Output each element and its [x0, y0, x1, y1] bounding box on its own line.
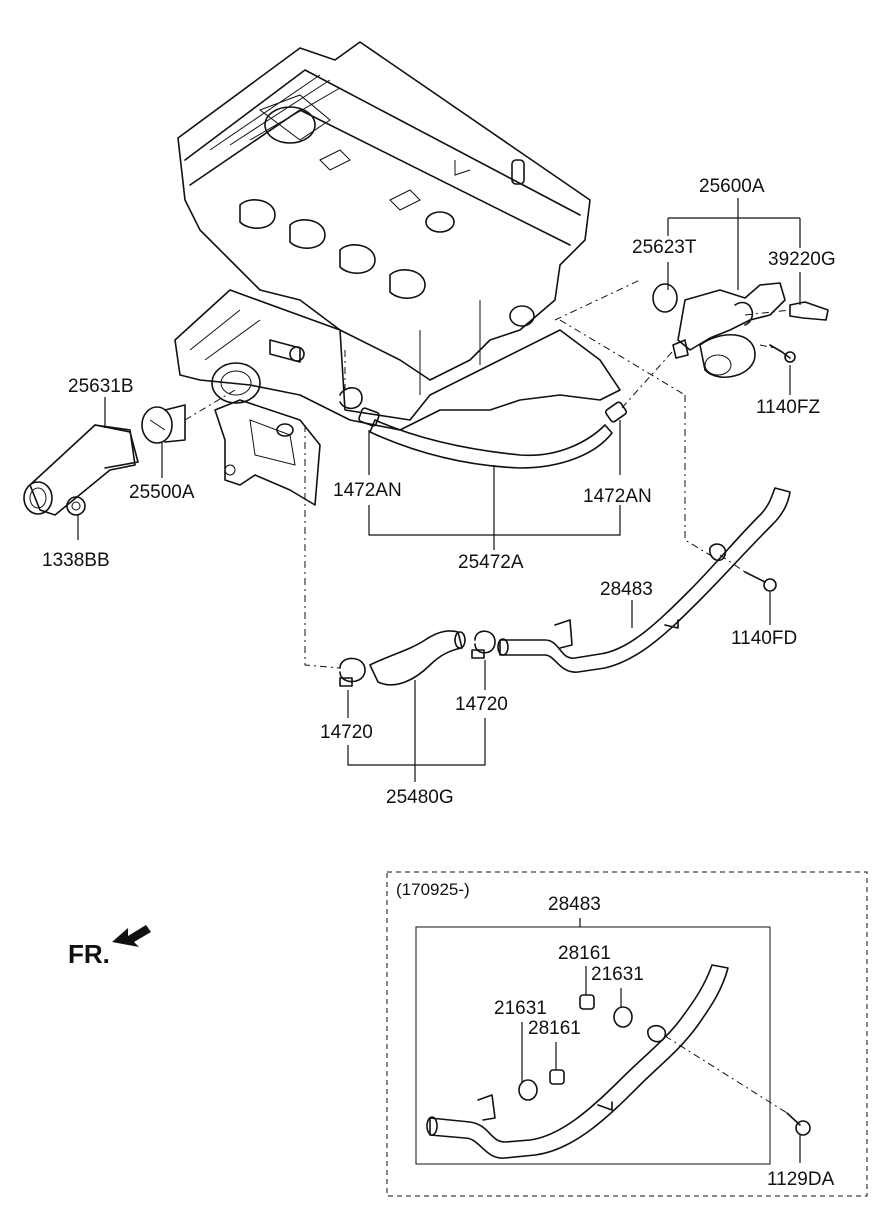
thermostat-group — [23, 389, 236, 516]
label-25623T: 25623T — [632, 237, 697, 258]
front-direction-marker: FR. — [68, 925, 151, 969]
label-25480G: 25480G — [386, 787, 454, 808]
main-labels: 25600A 25623T 39220G 1140FZ 25631B 25500… — [42, 176, 836, 808]
inset-label-28161-mid: 28161 — [528, 1018, 581, 1039]
inset-label-21631-left: 21631 — [494, 998, 547, 1019]
leader-lines — [77, 198, 801, 782]
fr-label: FR. — [68, 939, 110, 969]
label-14720-right: 14720 — [455, 694, 508, 715]
inset-label-28161-top: 28161 — [558, 943, 611, 964]
inset-border — [386, 871, 868, 1197]
water-pipe-group — [497, 487, 791, 673]
inset-label-28483: 28483 — [548, 894, 601, 915]
label-25500A: 25500A — [129, 482, 195, 503]
label-14720-left: 14720 — [320, 722, 373, 743]
inset-date-code: (170925-) — [396, 880, 470, 899]
engine-assembly — [174, 41, 621, 506]
inset-inner-box — [415, 926, 771, 1165]
label-1140FD: 1140FD — [731, 628, 797, 649]
label-1472AN-right: 1472AN — [583, 486, 652, 507]
water-outlet-group — [554, 279, 829, 559]
inset-panel: (170925-) 28483 28161 21631 21631 28161 … — [386, 871, 868, 1197]
label-25600A: 25600A — [699, 176, 765, 197]
arrow-icon — [112, 925, 151, 947]
label-1140FZ: 1140FZ — [756, 397, 820, 418]
inset-label-21631-top: 21631 — [591, 964, 644, 985]
label-28483: 28483 — [600, 579, 653, 600]
label-39220G: 39220G — [768, 249, 836, 270]
label-1338BB: 1338BB — [42, 550, 110, 571]
label-25631B: 25631B — [68, 376, 134, 397]
label-1472AN-left: 1472AN — [333, 480, 402, 501]
lower-hose-group — [304, 425, 496, 687]
upper-hose-group — [339, 350, 628, 469]
inset-label-1129DA: 1129DA — [767, 1169, 835, 1190]
label-25472A: 25472A — [458, 552, 524, 573]
